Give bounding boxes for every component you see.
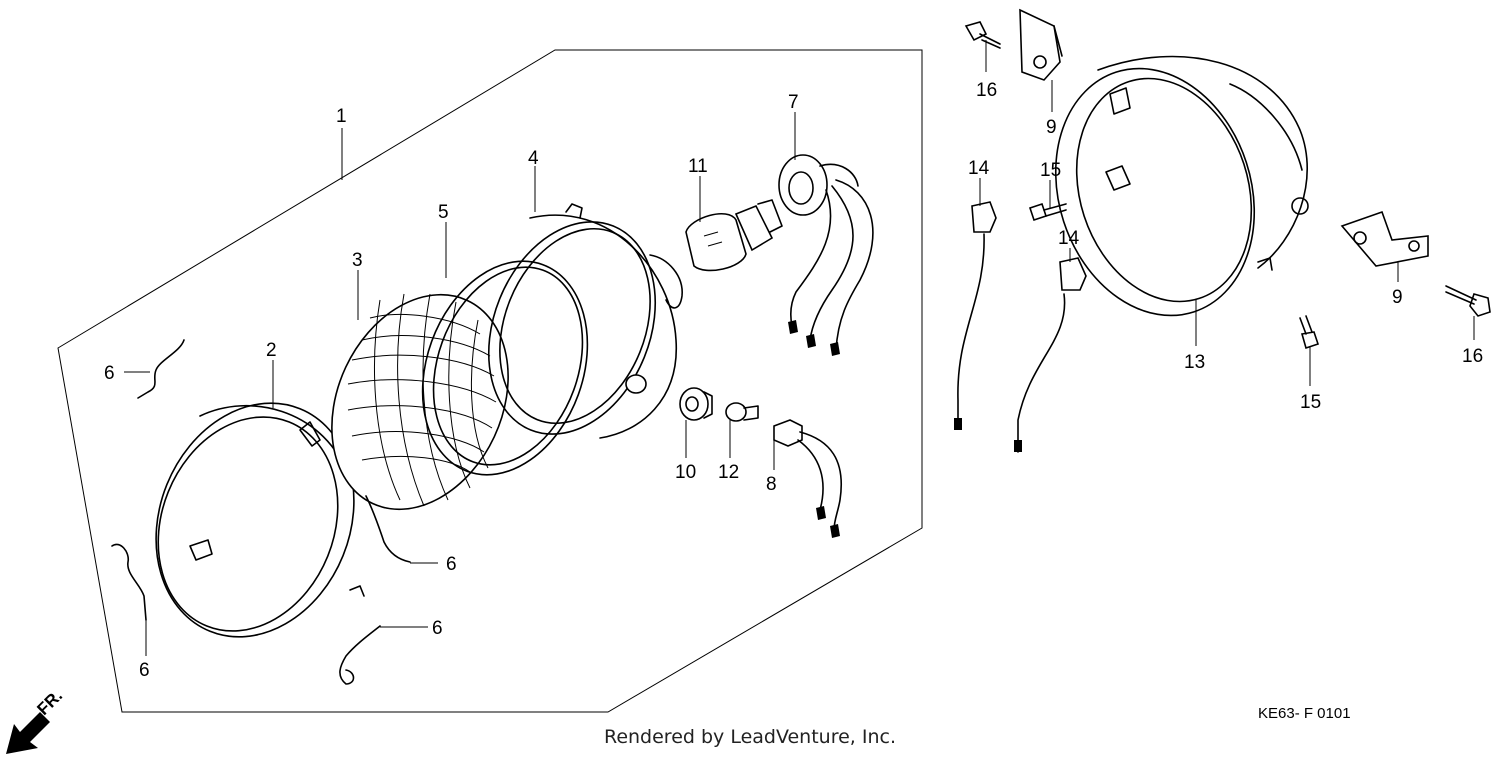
callout-11: 11: [688, 156, 708, 177]
spring-clip-part-d[interactable]: [339, 625, 381, 685]
spring-clip-part-c[interactable]: [365, 495, 411, 563]
callout-10: 10: [675, 462, 696, 483]
bolt-part-b[interactable]: [1445, 285, 1491, 317]
callout-14b: 14: [1058, 228, 1080, 249]
headlight-bulb-part[interactable]: [685, 199, 783, 272]
wire-clip-part-a[interactable]: [954, 201, 997, 430]
callout-14a: 14: [968, 158, 990, 179]
render-credit: Rendered by LeadVenture, Inc.: [603, 726, 897, 748]
callout-9a: 9: [1046, 117, 1057, 138]
headlight-assembly-boundary: [57, 49, 923, 713]
callout-13: 13: [1184, 352, 1205, 373]
callout-3: 3: [352, 250, 363, 271]
position-bulb-part[interactable]: [725, 402, 759, 422]
spring-clip-part-a[interactable]: [137, 339, 185, 399]
callout-12: 12: [718, 462, 739, 483]
callout-15b: 15: [1300, 392, 1321, 413]
leader-lines: [124, 40, 1475, 656]
grommet-part[interactable]: [679, 387, 713, 421]
callout-8: 8: [766, 474, 777, 495]
callout-6c: 6: [446, 554, 457, 575]
callout-16b: 16: [1462, 346, 1483, 367]
rubber-ring-part[interactable]: [394, 238, 616, 498]
front-direction-arrow-icon: [6, 712, 50, 754]
bracket-part-a[interactable]: [1019, 8, 1063, 81]
wire-clip-part-b[interactable]: [1014, 257, 1087, 453]
callout-7: 7: [788, 92, 799, 113]
bulb-socket-part[interactable]: [778, 154, 874, 356]
diagram-code: KE63- F 0101: [1258, 705, 1351, 722]
screw-part-b[interactable]: [1299, 315, 1320, 350]
bracket-part-b[interactable]: [1340, 210, 1429, 267]
callout-6a: 6: [104, 363, 115, 384]
spring-clip-part-b[interactable]: [111, 543, 147, 621]
callout-9b: 9: [1392, 287, 1403, 308]
position-socket-part[interactable]: [773, 419, 842, 538]
callout-15a: 15: [1040, 160, 1061, 181]
callout-4: 4: [528, 148, 539, 169]
bolt-part-a[interactable]: [964, 21, 1001, 49]
callout-5: 5: [438, 202, 449, 223]
callout-2: 2: [266, 340, 277, 361]
reflector-part[interactable]: [458, 197, 685, 459]
headlight-lens-part[interactable]: [298, 266, 541, 538]
screw-part-a[interactable]: [1028, 202, 1067, 222]
callout-16a: 16: [976, 80, 997, 101]
headlight-case-part[interactable]: [1025, 43, 1309, 342]
callout-1: 1: [336, 106, 347, 127]
callout-6d: 6: [432, 618, 443, 639]
callout-6b: 6: [139, 660, 150, 681]
